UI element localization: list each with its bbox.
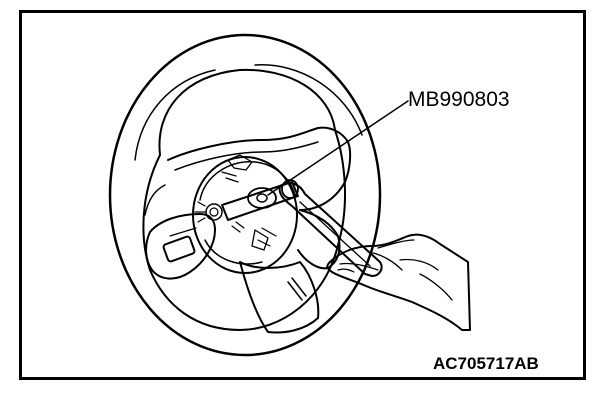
wheel-rim-outer bbox=[108, 33, 382, 357]
hand bbox=[326, 233, 471, 331]
upper-trim bbox=[167, 126, 352, 211]
figure-code: AC705717AB bbox=[433, 354, 539, 373]
tool-label-leader bbox=[267, 100, 409, 196]
left-spoke bbox=[145, 213, 216, 280]
left-switch bbox=[162, 235, 196, 263]
figure-frame bbox=[19, 10, 586, 380]
tool-number-label: MB990803 bbox=[408, 88, 510, 111]
hub-outer bbox=[192, 156, 298, 274]
bottom-spoke bbox=[239, 261, 320, 334]
wrench-handle bbox=[278, 182, 383, 277]
